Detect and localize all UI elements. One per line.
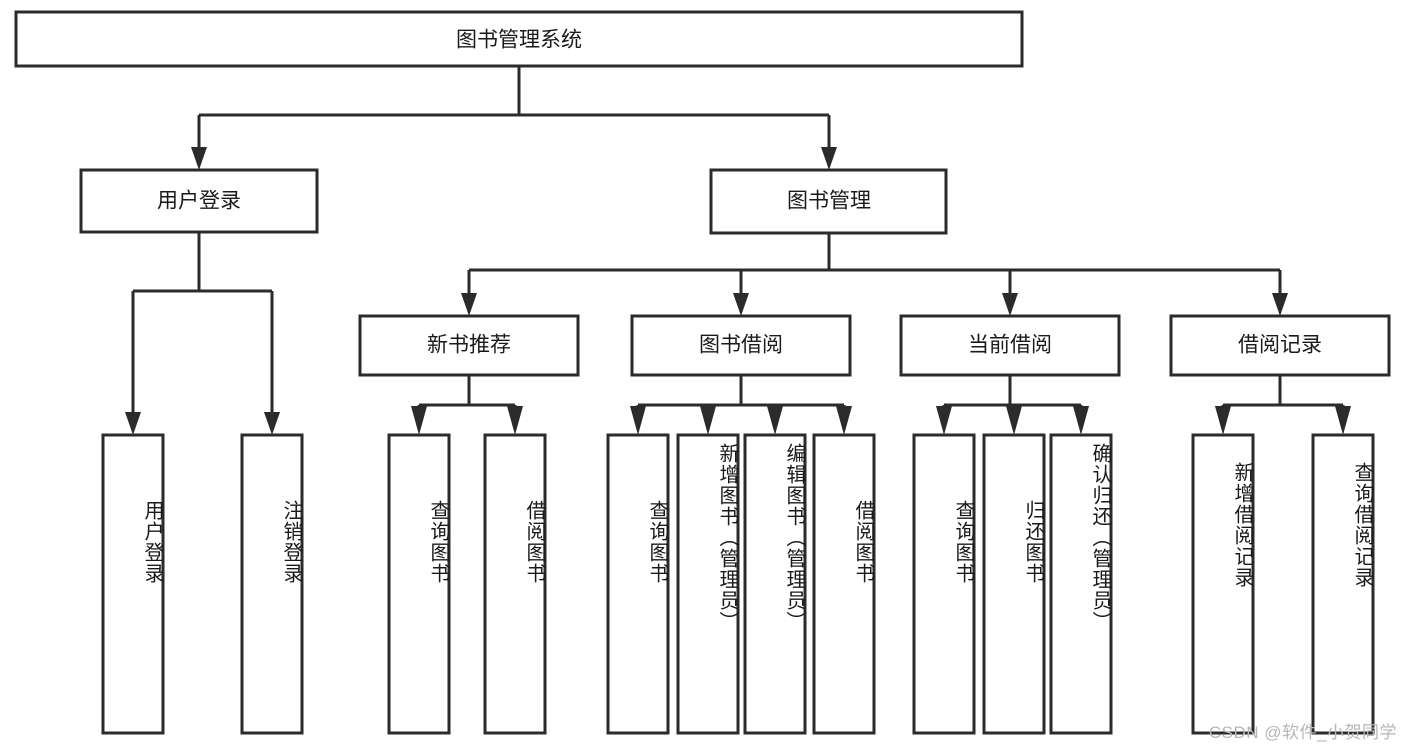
node-label-book-manage: 图书管理: [787, 190, 871, 213]
arrowhead-borrow-record: [1272, 293, 1288, 316]
arrowhead-leaf-user-login: [125, 412, 141, 435]
node-box-leaf-edit-book[interactable]: [743, 433, 807, 735]
node-label-new-book-rec: 新书推荐: [427, 334, 511, 357]
arrowhead-user-login: [191, 147, 207, 170]
node-box-book-borrow[interactable]: [630, 314, 852, 377]
node-box-leaf-borrow-book-b[interactable]: [812, 433, 876, 735]
watermark-text: CSDN @软件_小贺同学: [1208, 723, 1397, 742]
node-label-current-borrow: 当前借阅: [968, 334, 1052, 357]
node-box-leaf-query-book-a[interactable]: [387, 433, 451, 735]
arrowhead-layer: [125, 147, 1351, 435]
node-label-root: 图书管理系统: [456, 29, 582, 52]
node-box-leaf-add-book[interactable]: [676, 433, 740, 735]
arrowhead-l3b-4: [836, 406, 852, 435]
arrowhead-book-borrow: [733, 293, 749, 316]
node-box-borrow-record[interactable]: [1169, 314, 1391, 377]
arrowhead-l3b-2: [700, 406, 716, 435]
arrowhead-l3c-3: [1073, 406, 1089, 435]
arrowhead-l3d-2: [1335, 406, 1351, 435]
node-box-leaf-query-record[interactable]: [1311, 433, 1375, 735]
arrowhead-l3b-3: [767, 406, 783, 435]
arrowhead-leaf-logout: [264, 412, 280, 435]
node-box-book-manage[interactable]: [709, 168, 948, 235]
arrowhead-book-manage: [821, 147, 837, 170]
node-box-leaf-user-login[interactable]: [101, 433, 165, 735]
node-label-user-login: 用户登录: [157, 190, 241, 213]
arrowhead-l3d-1: [1215, 406, 1231, 435]
arrowhead-new-book-rec: [461, 293, 477, 316]
arrowhead-l3c-2: [1006, 406, 1022, 435]
node-box-user-login[interactable]: [79, 168, 319, 234]
node-box-current-borrow[interactable]: [899, 314, 1121, 377]
node-box-leaf-return-book[interactable]: [982, 433, 1046, 735]
arrowhead-l3a-2: [507, 406, 523, 435]
node-label-borrow-record: 借阅记录: [1238, 334, 1322, 357]
node-box-leaf-logout[interactable]: [240, 433, 304, 735]
arrowhead-l3c-1: [936, 406, 952, 435]
node-layer: 图书管理系统 用户登录 图书管理 新书推荐 图书借阅 当前借阅 借阅记录: [14, 10, 1391, 735]
node-box-leaf-confirm-return[interactable]: [1049, 433, 1113, 735]
node-box-leaf-query-book-b[interactable]: [606, 433, 670, 735]
node-box-leaf-borrow-book-a[interactable]: [483, 433, 547, 735]
node-box-root[interactable]: [14, 10, 1024, 68]
arrowhead-l3b-1: [630, 406, 646, 435]
node-label-book-borrow: 图书借阅: [699, 334, 783, 357]
node-box-leaf-query-book-c[interactable]: [912, 433, 976, 735]
arrowhead-current-borrow: [1002, 293, 1018, 316]
arrowhead-l3a-1: [411, 406, 427, 435]
node-box-leaf-add-record[interactable]: [1191, 433, 1255, 735]
node-box-new-book-rec[interactable]: [358, 314, 580, 377]
